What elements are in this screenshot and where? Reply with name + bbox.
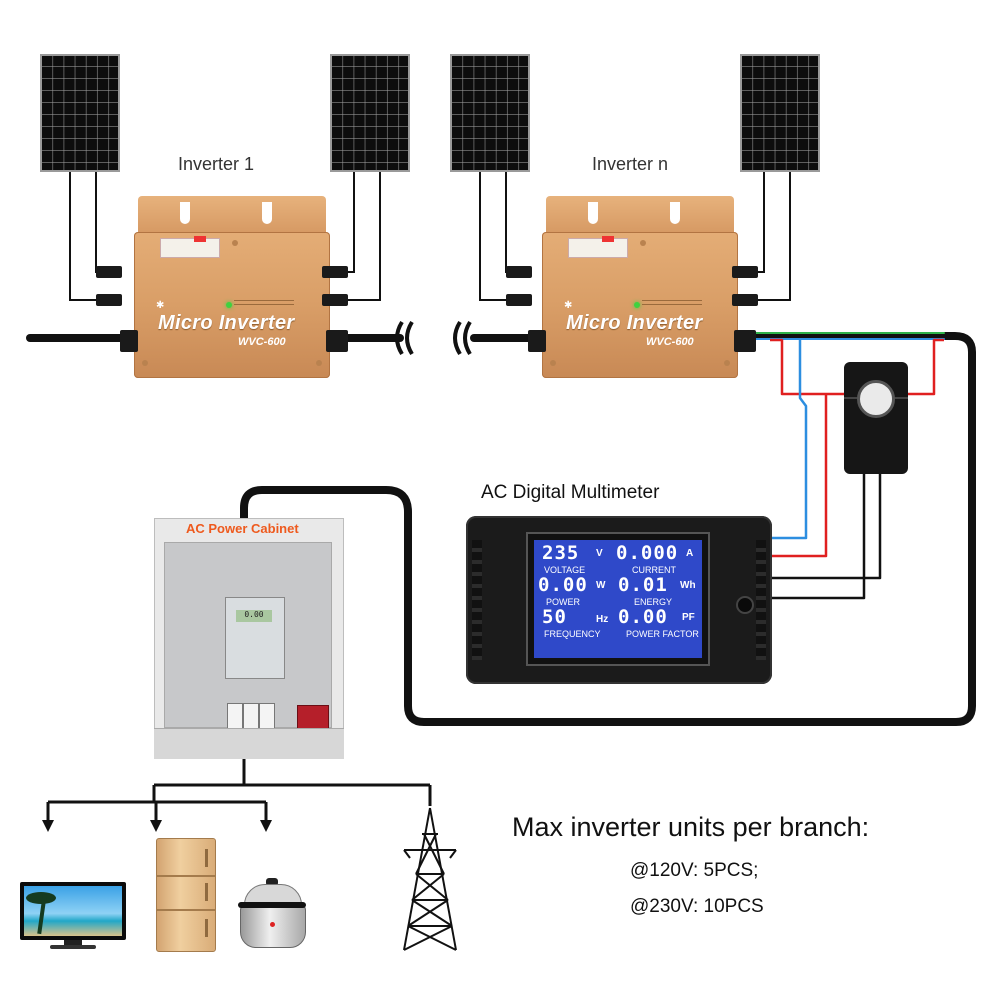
inverter-brand: Micro Inverter	[566, 312, 703, 334]
inverter-body: ✱ Micro Inverter WVC-600	[134, 232, 330, 378]
power-unit: W	[596, 580, 606, 591]
multimeter-lcd: 235 V 0.000 A VOLTAGE CURRENT 0.00 W 0.0…	[528, 534, 708, 664]
dc-connector-icon	[322, 266, 348, 278]
energy-meter-reading: 0.00	[236, 610, 272, 622]
power-caption: POWER	[546, 597, 581, 607]
inverter-1-label: Inverter 1	[178, 154, 255, 174]
info-heading: Max inverter units per branch:	[512, 812, 870, 842]
frequency-caption: FREQUENCY	[544, 629, 601, 639]
energy-value: 0.01	[618, 574, 668, 596]
ac-connector-icon	[120, 330, 138, 352]
inverter-brand: Micro Inverter	[158, 312, 295, 334]
ac-connector-icon	[528, 330, 546, 352]
dc-connector-icon	[322, 294, 348, 306]
voltage-unit: V	[596, 548, 603, 559]
energy-unit: Wh	[680, 580, 696, 591]
dc-connector-icon	[732, 294, 758, 306]
status-led-icon	[226, 302, 232, 308]
power-factor-value: 0.00	[618, 606, 668, 628]
dc-connector-icon	[506, 266, 532, 278]
energy-caption: ENERGY	[634, 597, 673, 607]
voltage-value: 235	[542, 542, 580, 564]
solar-panel-icon	[40, 54, 120, 172]
frequency-value: 50	[542, 606, 567, 628]
inverter-body: ✱ Micro Inverter WVC-600	[542, 232, 738, 378]
rice-cooker-icon	[238, 878, 306, 950]
power-factor-caption: POWER FACTOR	[626, 629, 699, 639]
ac-digital-multimeter: 235 V 0.000 A VOLTAGE CURRENT 0.00 W 0.0…	[466, 516, 772, 684]
info-120v: @120V: 5PCS;	[630, 860, 759, 881]
current-clamp-icon	[844, 362, 908, 474]
micro-inverter-1: ✱ Micro Inverter WVC-600	[134, 196, 330, 378]
brand-logo-icon: ✱	[564, 300, 573, 311]
multimeter-title: AC Digital Multimeter	[481, 482, 660, 503]
solar-panel-icon	[330, 54, 410, 172]
info-230v: @230V: 10PCS	[630, 896, 764, 917]
television-icon	[20, 882, 126, 949]
dc-connector-icon	[732, 266, 758, 278]
brand-logo-icon: ✱	[156, 300, 165, 311]
refrigerator-icon	[156, 838, 216, 952]
micro-inverter-n: ✱ Micro Inverter WVC-600	[542, 196, 738, 378]
energy-meter-icon: 0.00	[225, 597, 285, 679]
status-led-icon	[634, 302, 640, 308]
voltage-caption: VOLTAGE	[544, 565, 586, 575]
ac-connector-icon	[326, 330, 348, 352]
current-unit: A	[686, 548, 694, 559]
dc-connector-icon	[96, 294, 122, 306]
ac-connector-icon	[734, 330, 756, 352]
surge-protector-icon	[297, 705, 329, 731]
transmission-tower-icon	[403, 807, 457, 951]
dc-connector-icon	[506, 294, 532, 306]
current-value: 0.000	[616, 542, 679, 564]
power-value: 0.00	[538, 574, 588, 596]
solar-panel-icon	[450, 54, 530, 172]
multimeter-button[interactable]	[736, 596, 754, 614]
frequency-unit: Hz	[596, 614, 609, 625]
inverter-model: WVC-600	[646, 336, 694, 348]
solar-panel-icon	[740, 54, 820, 172]
dc-connector-icon	[96, 266, 122, 278]
inverter-n-label: Inverter n	[592, 154, 669, 174]
current-caption: CURRENT	[632, 565, 676, 575]
ac-power-cabinet: AC Power Cabinet 0.00	[154, 518, 344, 759]
inverter-mount-plate	[546, 196, 734, 238]
power-factor-unit: PF	[682, 612, 695, 623]
inverter-model: WVC-600	[238, 336, 286, 348]
inverter-mount-plate	[138, 196, 326, 238]
cabinet-title: AC Power Cabinet	[186, 521, 299, 536]
